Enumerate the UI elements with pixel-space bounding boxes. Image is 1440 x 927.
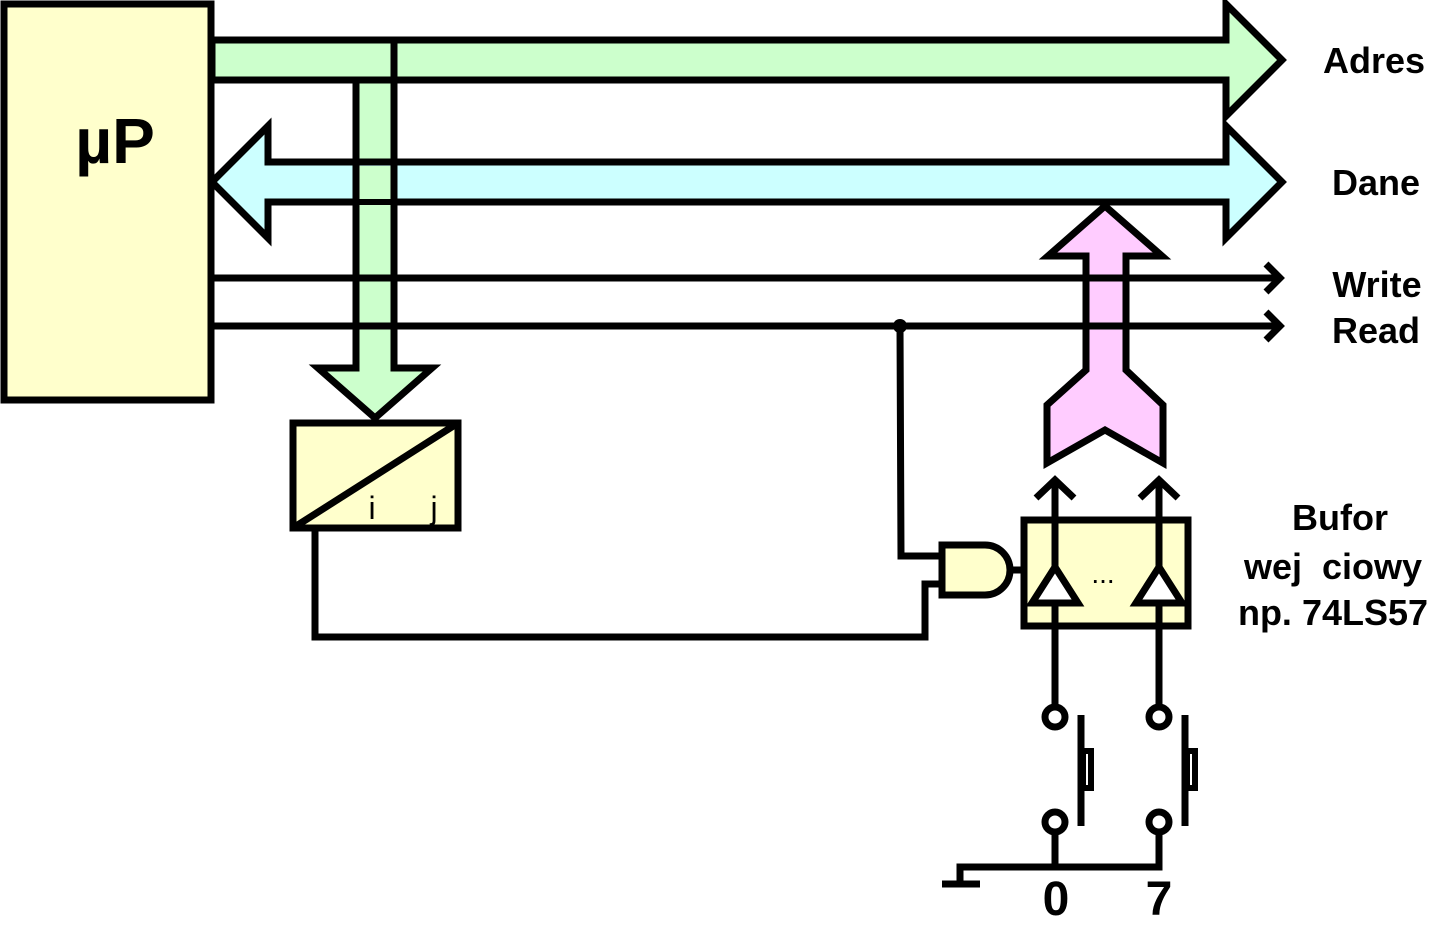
address-branch-crossing [359,166,391,199]
decoder-label-i: i [368,490,375,526]
read-to-gate-wire [896,325,942,560]
decoder-to-gate-wire [311,528,942,641]
decoder-diagonal [291,420,460,531]
write-label: Write [1332,264,1421,305]
data-bus-label: Dane [1332,162,1420,203]
switch-7[interactable] [1145,703,1198,867]
cpu-label: µP [75,105,155,177]
and-gate [938,541,1014,599]
ground-rail [956,860,1163,884]
cpu-block [0,0,215,404]
switch-label-7: 7 [1146,873,1173,926]
read-label: Read [1332,310,1420,351]
address-bus-label: Adres [1323,40,1425,81]
buffer-title-line3: np. 74LS57 [1238,592,1428,633]
buffer-out-arrow-7 [1137,475,1181,501]
buffer-ellipsis: ... [1091,558,1114,589]
buffer-title-line2: wej ciowy [1243,546,1422,587]
buffer-out-arrow-0 [1033,475,1077,501]
write-arrowhead [1263,261,1285,295]
read-arrowhead [1263,309,1285,343]
buffer-to-data-arrow [1038,201,1172,470]
decoder-label-j: j [429,490,437,526]
switch-label-0: 0 [1043,873,1070,926]
data-bus-arrow [207,117,1287,247]
buffer-title-line1: Bufor [1292,497,1388,538]
switch-0[interactable] [1041,703,1094,867]
